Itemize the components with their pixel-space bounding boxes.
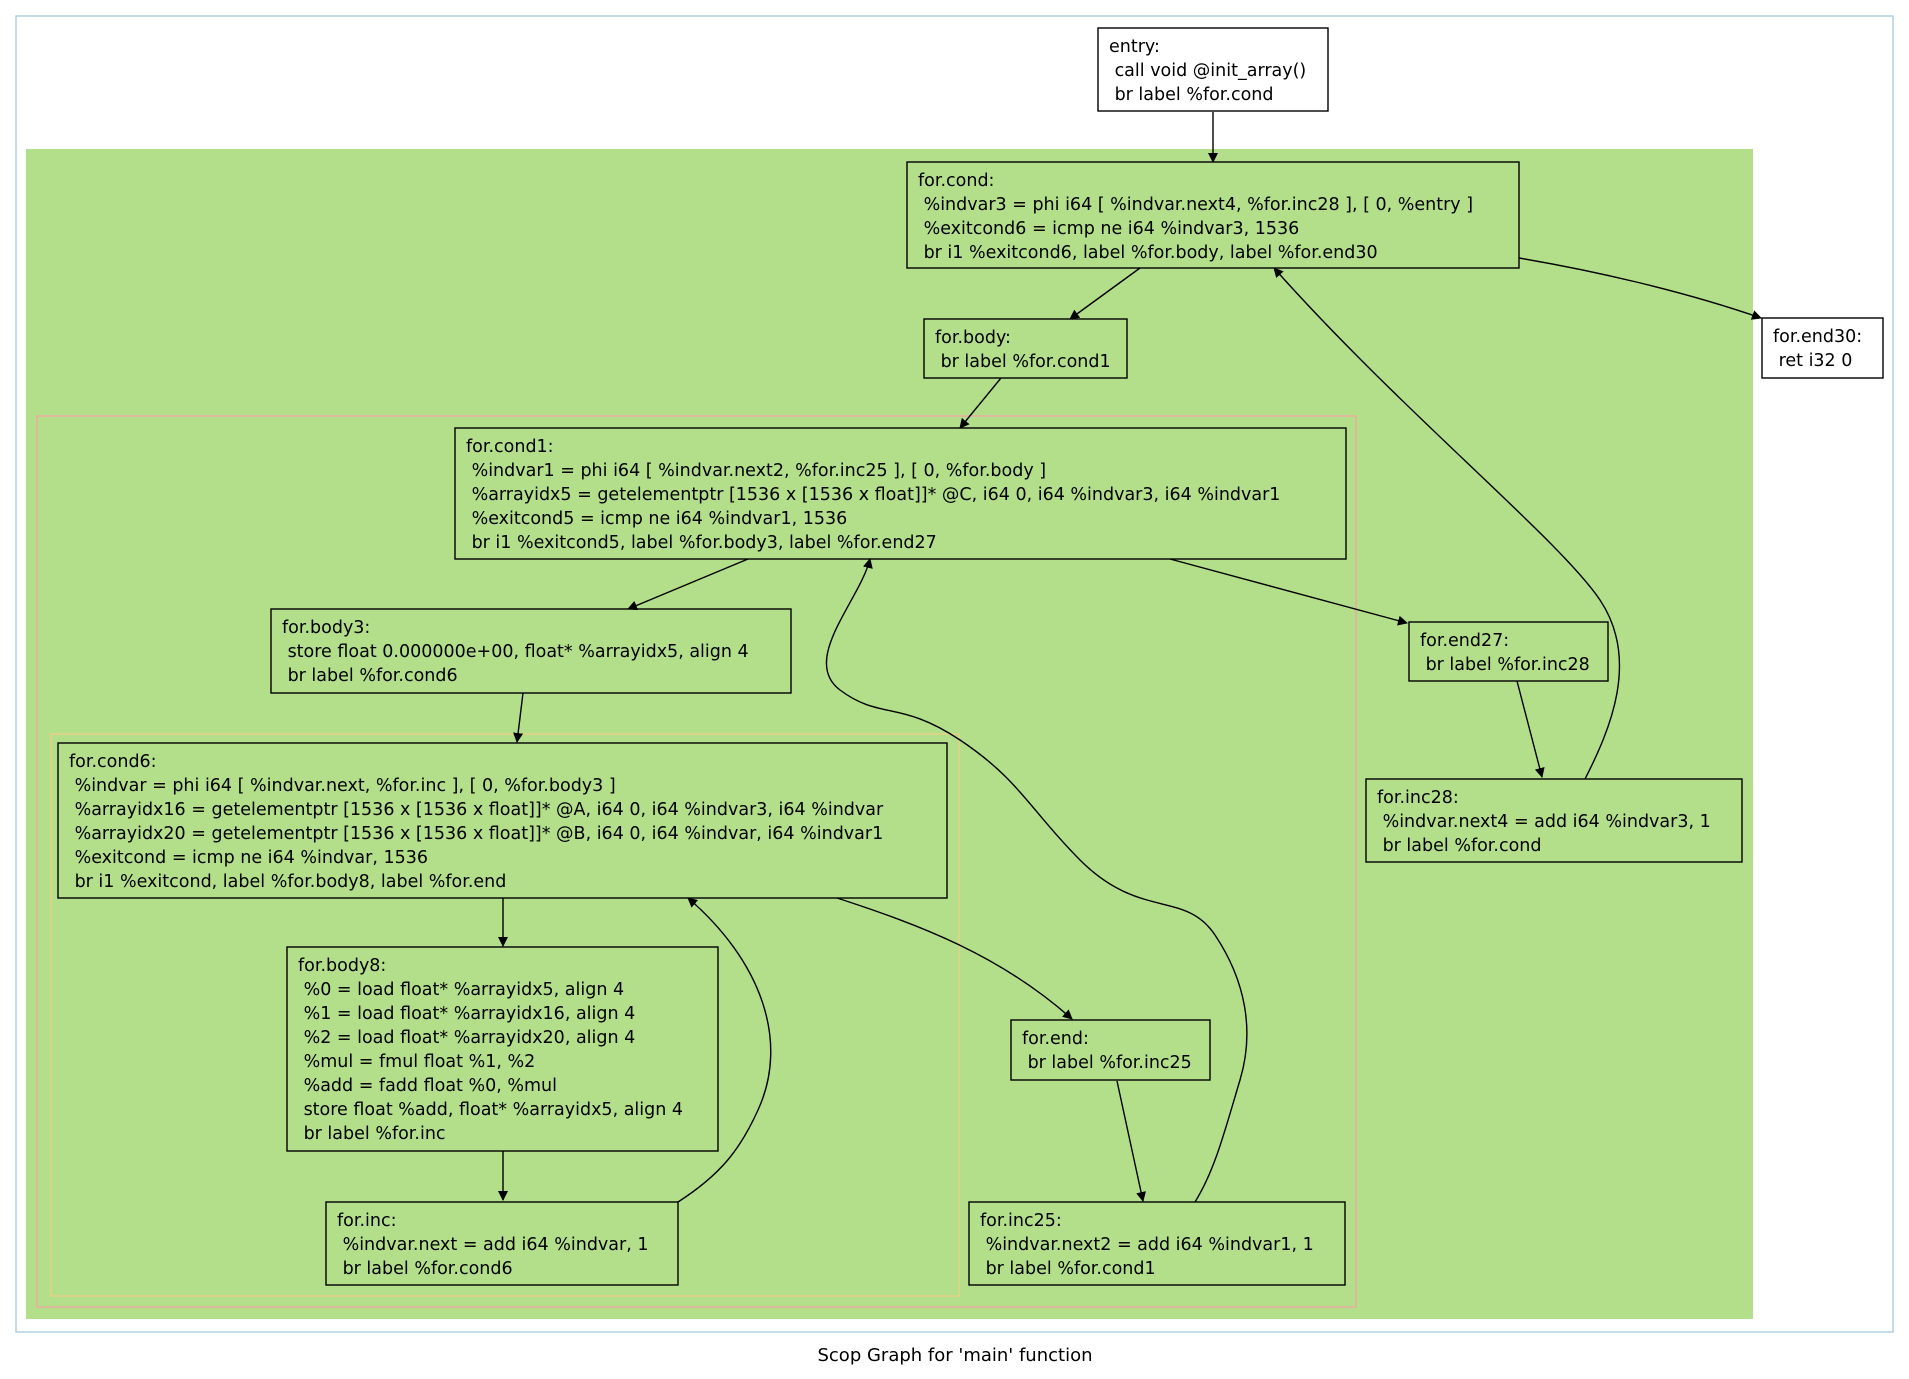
edge-for-cond-for-body bbox=[1069, 267, 1141, 320]
node-box bbox=[454, 427, 1347, 560]
node-instruction: %arrayidx5 = getelementptr [1536 x [1536… bbox=[466, 485, 1280, 505]
edges bbox=[498, 112, 1762, 1203]
node-label: for.end30: bbox=[1773, 327, 1862, 347]
node-label: entry: bbox=[1109, 37, 1160, 57]
edge-for-body-for-cond1 bbox=[959, 377, 1002, 429]
node-for-body3: for.body3: store float 0.000000e+00, flo… bbox=[270, 608, 792, 694]
node-for-end30: for.end30: ret i32 0 bbox=[1761, 317, 1884, 379]
node-instruction: %2 = load float* %arrayidx20, align 4 bbox=[298, 1028, 635, 1048]
node-instruction: br label %for.inc25 bbox=[1022, 1053, 1192, 1073]
node-for-body8: for.body8: %0 = load float* %arrayidx5, … bbox=[286, 946, 719, 1152]
node-box bbox=[1365, 778, 1743, 863]
node-instruction: store float %add, float* %arrayidx5, ali… bbox=[298, 1100, 683, 1120]
node-box bbox=[1097, 27, 1329, 112]
nodes: entry: call void @init_array() br label … bbox=[57, 27, 1884, 1286]
node-label: for.cond6: bbox=[69, 752, 157, 772]
node-instruction: br label %for.cond bbox=[1377, 836, 1542, 856]
node-for-cond6: for.cond6: %indvar = phi i64 [ %indvar.n… bbox=[57, 742, 948, 899]
edge-for-inc25-for-cond1 bbox=[825, 558, 1248, 1203]
node-instruction: %exitcond = icmp ne i64 %indvar, 1536 bbox=[69, 848, 428, 868]
node-instruction: %indvar1 = phi i64 [ %indvar.next2, %for… bbox=[466, 461, 1046, 481]
node-instruction: %indvar.next4 = add i64 %indvar3, 1 bbox=[1377, 812, 1711, 832]
edge-for-body3-for-cond6 bbox=[513, 692, 524, 743]
node-instruction: %exitcond5 = icmp ne i64 %indvar1, 1536 bbox=[466, 509, 847, 529]
node-instruction: br label %for.inc bbox=[298, 1124, 446, 1144]
edge-for-cond1-for-end27 bbox=[1169, 558, 1408, 626]
node-instruction: %indvar.next2 = add i64 %indvar1, 1 bbox=[980, 1235, 1314, 1255]
node-for-cond1: for.cond1: %indvar1 = phi i64 [ %indvar.… bbox=[454, 427, 1347, 560]
node-label: for.inc: bbox=[337, 1211, 397, 1231]
node-instruction: %indvar = phi i64 [ %indvar.next, %for.i… bbox=[69, 776, 616, 796]
node-instruction: call void @init_array() bbox=[1109, 61, 1306, 81]
node-entry: entry: call void @init_array() br label … bbox=[1097, 27, 1329, 112]
node-label: for.inc25: bbox=[980, 1211, 1062, 1231]
node-label: for.end: bbox=[1022, 1029, 1089, 1049]
node-instruction: br label %for.inc28 bbox=[1420, 655, 1590, 675]
edge-for-cond1-for-body3 bbox=[627, 558, 749, 611]
node-instruction: %mul = fmul float %1, %2 bbox=[298, 1052, 535, 1072]
node-box bbox=[968, 1201, 1346, 1286]
node-instruction: br label %for.cond6 bbox=[337, 1259, 513, 1279]
node-instruction: br label %for.cond1 bbox=[935, 352, 1111, 372]
node-instruction: br label %for.cond1 bbox=[980, 1259, 1156, 1279]
outer-cluster bbox=[15, 15, 1894, 1333]
node-box bbox=[1010, 1019, 1211, 1081]
node-instruction: br label %for.cond bbox=[1109, 85, 1274, 105]
node-label: for.cond1: bbox=[466, 437, 554, 457]
node-label: for.body: bbox=[935, 328, 1011, 348]
node-for-end: for.end: br label %for.inc25 bbox=[1010, 1019, 1211, 1081]
loop-cluster-cond1 bbox=[36, 415, 1357, 1308]
loop-cluster-cond6 bbox=[50, 733, 960, 1297]
node-for-inc28: for.inc28: %indvar.next4 = add i64 %indv… bbox=[1365, 778, 1743, 863]
node-instruction: ret i32 0 bbox=[1773, 351, 1852, 371]
node-instruction: %arrayidx16 = getelementptr [1536 x [153… bbox=[69, 800, 884, 820]
node-box bbox=[286, 946, 719, 1152]
node-label: for.body8: bbox=[298, 956, 386, 976]
node-instruction: %exitcond6 = icmp ne i64 %indvar3, 1536 bbox=[918, 219, 1299, 239]
graph-caption: Scop Graph for 'main' function bbox=[817, 1345, 1092, 1366]
edge-for-inc-for-cond6 bbox=[677, 897, 772, 1203]
node-instruction: br i1 %exitcond, label %for.body8, label… bbox=[69, 872, 506, 892]
node-label: for.end27: bbox=[1420, 631, 1509, 651]
node-box bbox=[923, 318, 1128, 379]
node-instruction: br i1 %exitcond6, label %for.body, label… bbox=[918, 243, 1378, 263]
node-label: for.inc28: bbox=[1377, 788, 1459, 808]
node-instruction: %add = fadd float %0, %mul bbox=[298, 1076, 557, 1096]
node-instruction: %indvar.next = add i64 %indvar, 1 bbox=[337, 1235, 648, 1255]
node-box bbox=[270, 608, 792, 694]
node-box bbox=[906, 161, 1520, 269]
edge-for-end27-for-inc28 bbox=[1516, 680, 1545, 778]
node-for-inc25: for.inc25: %indvar.next2 = add i64 %indv… bbox=[968, 1201, 1346, 1286]
node-box bbox=[1761, 317, 1884, 379]
node-instruction: %indvar3 = phi i64 [ %indvar.next4, %for… bbox=[918, 195, 1473, 215]
node-instruction: %0 = load float* %arrayidx5, align 4 bbox=[298, 980, 624, 1000]
edge-for-cond6-for-end bbox=[836, 897, 1073, 1020]
node-for-end27: for.end27: br label %for.inc28 bbox=[1408, 621, 1609, 682]
node-box bbox=[325, 1201, 679, 1286]
edge-for-inc28-for-cond bbox=[1273, 267, 1621, 780]
node-label: for.body3: bbox=[282, 618, 370, 638]
edge-for-cond-for-end30 bbox=[1518, 257, 1762, 320]
node-for-cond: for.cond: %indvar3 = phi i64 [ %indvar.n… bbox=[906, 161, 1520, 269]
node-instruction: br label %for.cond6 bbox=[282, 666, 458, 686]
node-for-inc: for.inc: %indvar.next = add i64 %indvar,… bbox=[325, 1201, 679, 1286]
node-box bbox=[57, 742, 948, 899]
node-instruction: store float 0.000000e+00, float* %arrayi… bbox=[282, 642, 749, 662]
node-instruction: br i1 %exitcond5, label %for.body3, labe… bbox=[466, 533, 937, 553]
edge-for-end-for-inc25 bbox=[1116, 1080, 1146, 1202]
node-for-body: for.body: br label %for.cond1 bbox=[923, 318, 1128, 379]
node-label: for.cond: bbox=[918, 171, 994, 191]
node-instruction: %1 = load float* %arrayidx16, align 4 bbox=[298, 1004, 635, 1024]
node-box bbox=[1408, 621, 1609, 682]
node-instruction: %arrayidx20 = getelementptr [1536 x [153… bbox=[69, 824, 883, 844]
